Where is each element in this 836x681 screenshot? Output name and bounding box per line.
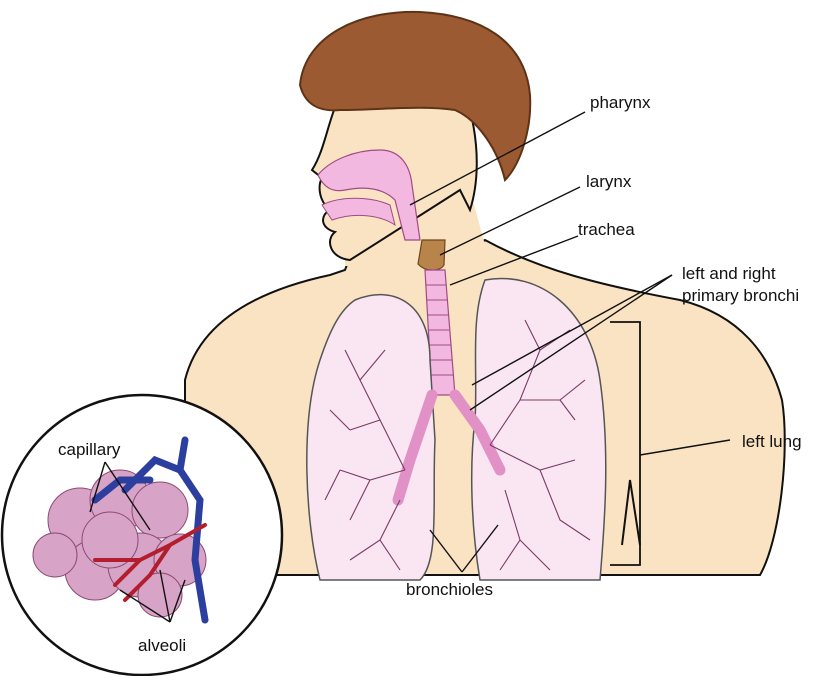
label-primary-bronchi-line2: primary bronchi [682,286,799,306]
label-primary-bronchi-line1: left and right [682,264,776,284]
label-left-lung: left lung [742,432,802,452]
alveoli-inset [2,395,282,675]
label-trachea: trachea [578,220,635,240]
label-capillary: capillary [58,440,120,460]
label-bronchioles: bronchioles [406,580,493,600]
label-larynx: larynx [586,172,631,192]
label-alveoli: alveoli [138,636,186,656]
label-pharynx: pharynx [590,93,650,113]
